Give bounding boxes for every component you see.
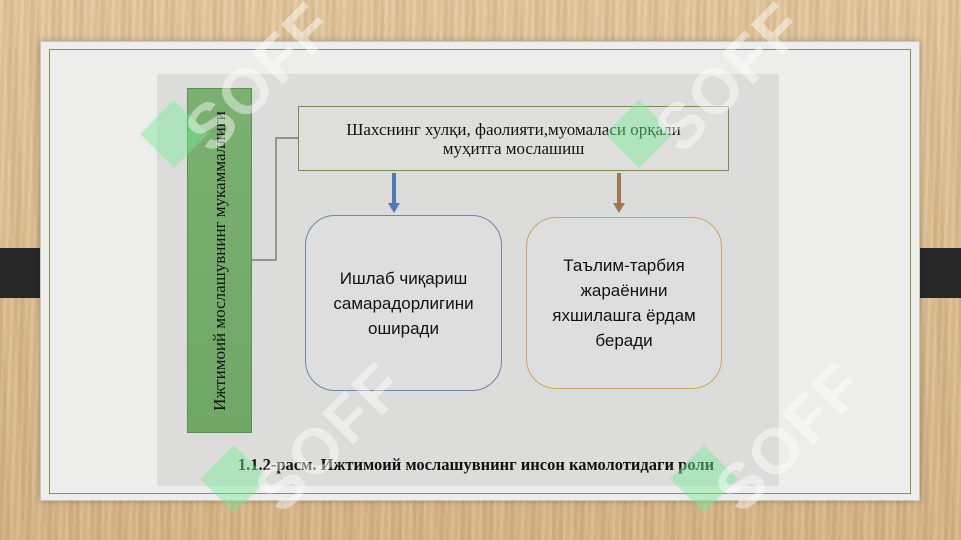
arrow-to-right-box (613, 173, 625, 213)
arrow-to-left-box (388, 173, 400, 213)
top-box-line-1: Шахснинг хулқи, фаолияти,муомаласи орқал… (346, 119, 681, 139)
sidebar-to-topbox-connector (252, 137, 298, 261)
left-box-line-1: Ишлаб чиқариш (339, 268, 468, 288)
left-box-line-3: оширади (368, 318, 439, 338)
right-box-line-4: беради (595, 331, 653, 350)
figure-caption: 1.1.2-расм. Ижтимоий мослашувнинг инсон … (237, 455, 715, 474)
right-box-line-1: Таълим-тарбия (563, 256, 685, 275)
sidebar-box: Ижтимоий мослашувнинг мукаммаллиги (187, 88, 252, 433)
sidebar-label: Ижтимоий мослашувнинг мукаммаллиги (209, 110, 229, 411)
top-box: Шахснинг хулқи, фаолияти,муомаласи орқал… (298, 106, 729, 171)
left-result-box: Ишлаб чиқариш самарадорлигини оширади (305, 215, 502, 391)
slide-card-border (49, 49, 911, 494)
left-box-line-2: самарадорлигини (333, 293, 474, 313)
right-box-line-2: жараёнини (580, 281, 668, 300)
right-box-line-3: яхшилашга ёрдам (552, 306, 696, 325)
top-box-line-2: муҳитга мослашиш (442, 138, 585, 158)
right-result-box: Таълим-тарбия жараёнини яхшилашга ёрдам … (526, 217, 722, 389)
